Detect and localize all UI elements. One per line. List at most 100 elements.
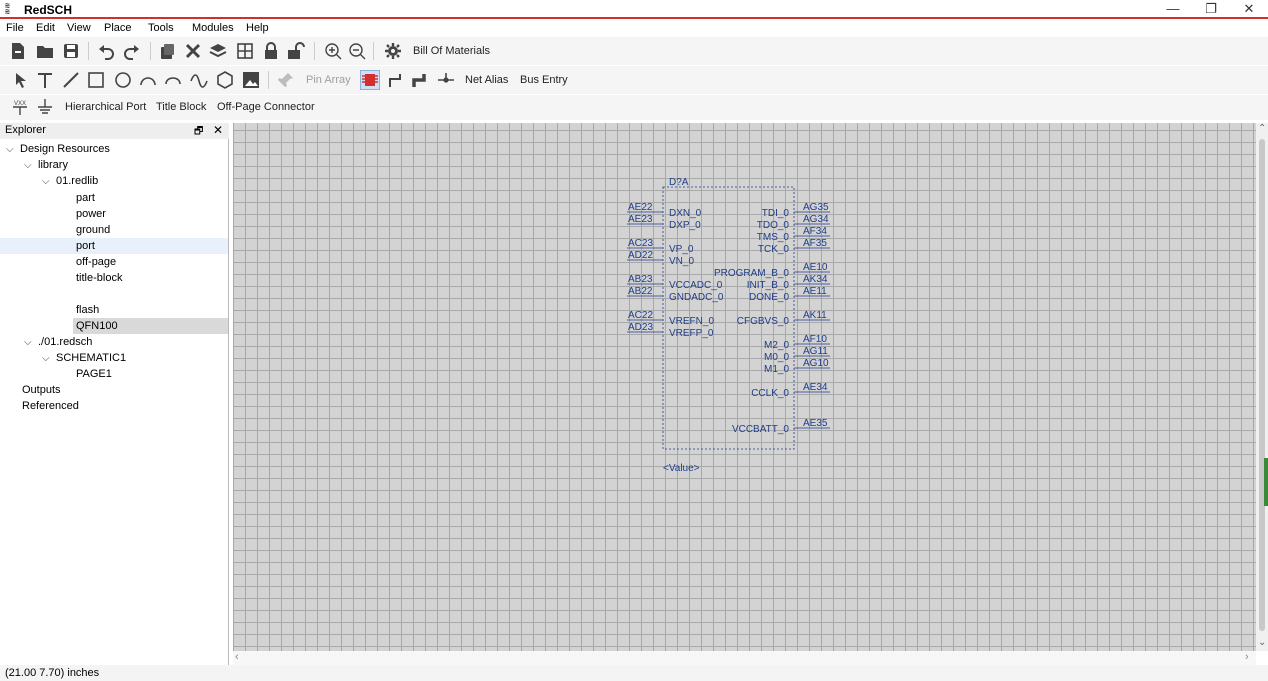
menu-modules[interactable]: Modules [192, 22, 234, 34]
menu-edit[interactable]: Edit [36, 22, 55, 34]
lock-icon[interactable] [261, 41, 281, 61]
title-block-button[interactable]: Title Block [156, 101, 207, 113]
chevron-down-icon[interactable]: ⌵ [42, 353, 50, 364]
new-file-icon[interactable] [8, 41, 28, 61]
scroll-thumb[interactable] [1259, 139, 1265, 631]
vcc-icon[interactable]: VXX [10, 97, 30, 117]
tree-item-part[interactable]: part [76, 192, 95, 204]
gear-icon[interactable] [383, 41, 403, 61]
image-icon[interactable] [241, 70, 261, 90]
scroll-right-icon[interactable]: › [1245, 651, 1249, 663]
arc2-icon[interactable] [163, 70, 183, 90]
open-folder-icon[interactable] [35, 41, 55, 61]
tree-design-resources[interactable]: ⌵Design Resources [6, 141, 110, 157]
zoom-out-icon[interactable] [347, 41, 367, 61]
tree-sch-file[interactable]: ⌵./01.redsch [24, 334, 92, 350]
unlock-icon[interactable] [286, 41, 306, 61]
ellipse-icon[interactable] [113, 70, 133, 90]
undo-icon[interactable] [96, 41, 116, 61]
vertical-scrollbar[interactable]: ⌃ ⌄ [1256, 123, 1268, 651]
line-icon[interactable] [61, 70, 81, 90]
bus-entry-button[interactable]: Bus Entry [520, 74, 568, 86]
copy-icon[interactable] [157, 41, 177, 61]
horizontal-scrollbar[interactable]: ‹ › [233, 651, 1256, 665]
schematic-part[interactable]: D?A <Value> AE22DXN_0AE23DXP_0AC23VP_0AD… [627, 177, 830, 474]
tree-outputs[interactable]: Outputs [22, 384, 61, 396]
bill-of-materials-button[interactable]: Bill Of Materials [413, 45, 491, 57]
tree-item-flash[interactable]: flash [76, 304, 100, 316]
chevron-down-icon[interactable]: ⌵ [24, 160, 32, 171]
chevron-down-icon[interactable]: ⌵ [6, 144, 14, 155]
stack-icon[interactable] [208, 41, 228, 61]
scroll-down-icon[interactable]: ⌄ [1258, 637, 1267, 648]
float-icon[interactable]: 🗗 [194, 126, 204, 137]
scroll-up-icon[interactable]: ⌃ [1258, 123, 1267, 134]
part-icon[interactable] [360, 70, 380, 90]
net-alias-button[interactable]: Net Alias [465, 74, 509, 86]
junction-icon[interactable] [436, 70, 456, 90]
bus-icon[interactable] [410, 70, 430, 90]
arc-icon[interactable] [138, 70, 158, 90]
tree-library[interactable]: ⌵library [24, 157, 68, 173]
close-button[interactable]: ✕ [1243, 1, 1255, 16]
menu-file[interactable]: File [6, 22, 24, 34]
pin-array-button[interactable]: Pin Array [306, 74, 351, 86]
bezier-icon[interactable] [189, 70, 209, 90]
chevron-down-icon[interactable]: ⌵ [42, 176, 50, 187]
tree-item-qfn100[interactable]: QFN100 [73, 318, 228, 334]
chevron-down-icon[interactable]: ⌵ [24, 337, 32, 348]
menu-place[interactable]: Place [104, 22, 132, 34]
maximize-button[interactable]: ❐ [1205, 1, 1217, 16]
tree-page[interactable]: PAGE1 [76, 368, 112, 380]
text-icon[interactable] [35, 70, 55, 90]
menu-help[interactable]: Help [246, 22, 269, 34]
delete-icon[interactable] [183, 41, 203, 61]
pointer-icon[interactable] [11, 70, 31, 90]
wire-icon[interactable] [386, 70, 406, 90]
scroll-left-icon[interactable]: ‹ [235, 651, 239, 663]
tree-item-power[interactable]: power [76, 208, 106, 220]
ground-icon[interactable] [35, 97, 55, 117]
polygon-icon[interactable] [215, 70, 235, 90]
tree-lib-file[interactable]: ⌵01.redlib [42, 173, 98, 189]
tree-item-port[interactable]: port [0, 238, 228, 254]
rectangle-icon[interactable] [86, 70, 106, 90]
zoom-in-icon[interactable] [323, 41, 343, 61]
tree-item-ground[interactable]: ground [76, 224, 111, 236]
tree-schematic[interactable]: ⌵SCHEMATIC1 [42, 350, 126, 366]
tree-referenced[interactable]: Referenced [22, 400, 79, 412]
hierarchical-port-button[interactable]: Hierarchical Port [65, 101, 147, 113]
off-page-connector-button[interactable]: Off-Page Connector [217, 101, 315, 113]
close-icon[interactable]: ✕ [213, 123, 224, 137]
redo-icon[interactable] [122, 41, 142, 61]
menu-view[interactable]: View [67, 22, 91, 34]
menu-tools[interactable]: Tools [148, 22, 174, 34]
minimize-button[interactable]: — [1166, 1, 1180, 16]
save-icon[interactable] [61, 41, 81, 61]
pin-icon[interactable] [276, 70, 296, 90]
grid-icon[interactable] [235, 41, 255, 61]
tree-item-off-page[interactable]: off-page [76, 256, 117, 268]
